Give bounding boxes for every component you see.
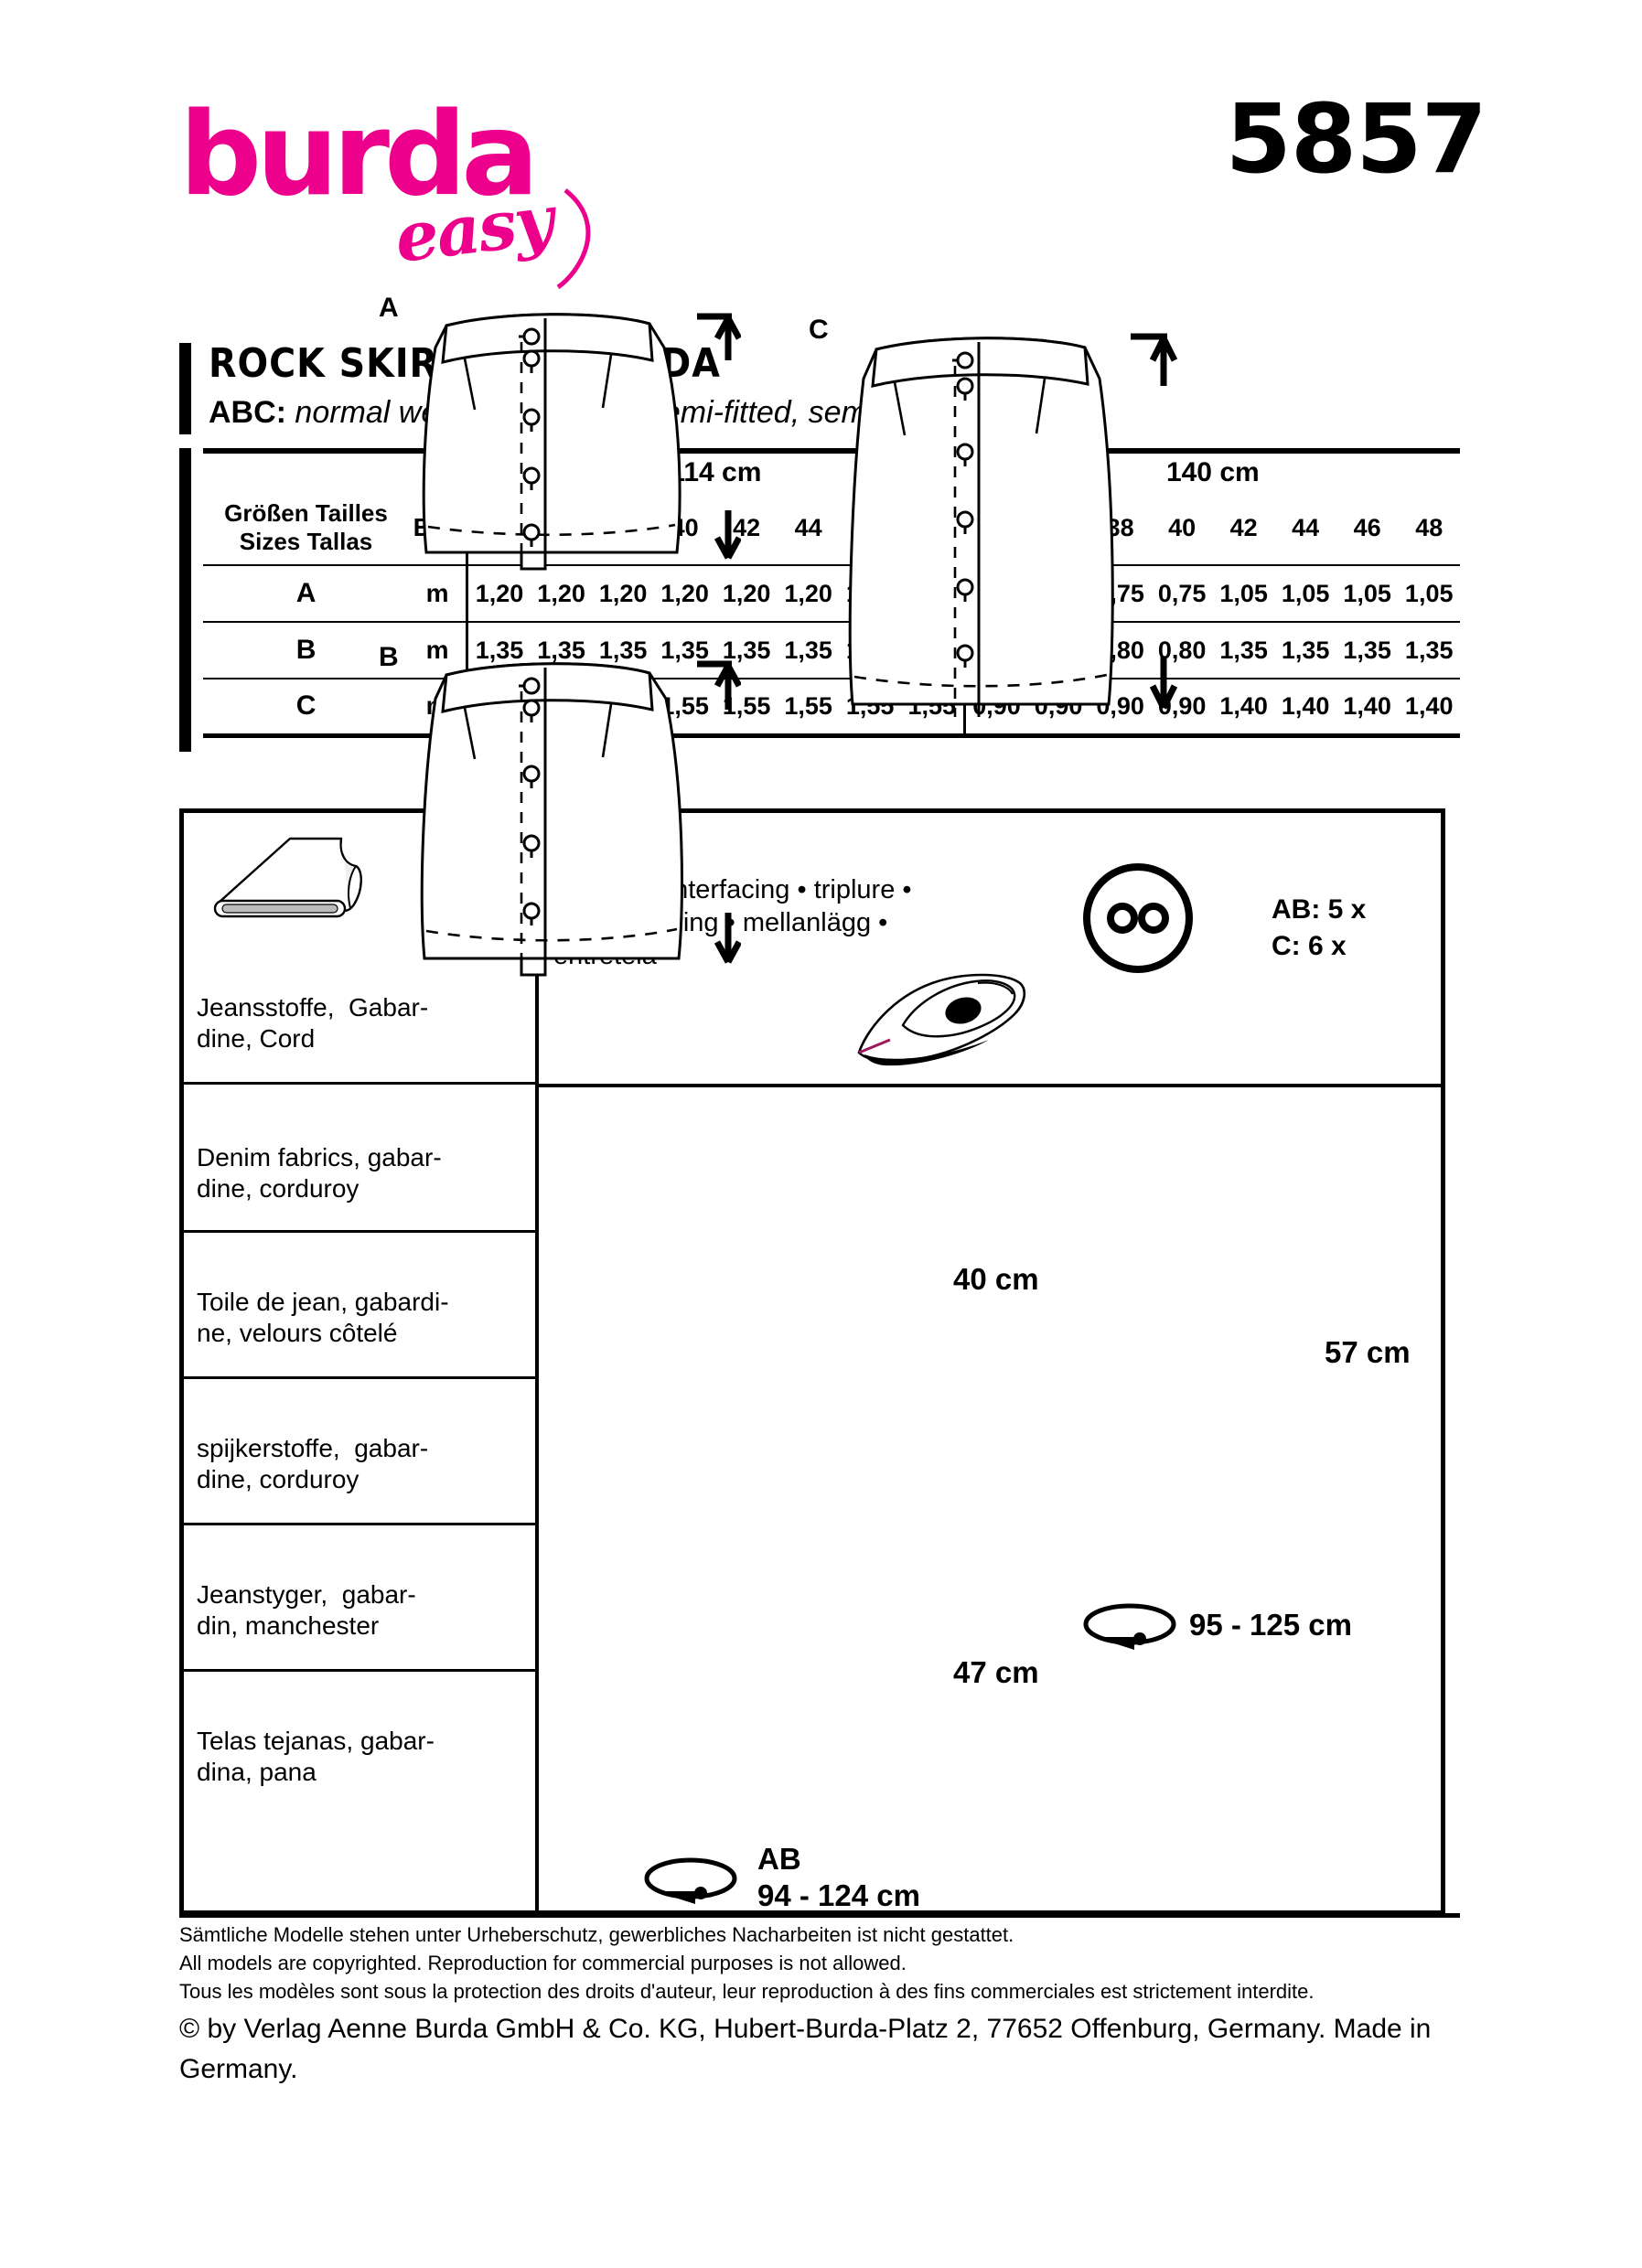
fabric-list-item-da: Jeanstyger, gabar-din, manchester [184, 1579, 535, 1642]
A-114-44: 1,20 [777, 565, 840, 623]
iron-icon [857, 973, 1026, 1066]
A-114-36: 1,20 [530, 565, 593, 623]
view-b-illustration: B [379, 642, 741, 977]
A-114-34: 1,20 [467, 565, 531, 623]
size-label-line1: Größen Tailles [224, 499, 388, 527]
size-col-140-46: 46 [1336, 491, 1399, 566]
fabric-list-item-en: Denim fabrics, gabar-dine, corduroy [184, 1142, 535, 1204]
fabric-list-item-es: Telas tejanas, gabar-dina, pana [184, 1726, 535, 1788]
C-140-44: 1,40 [1274, 679, 1336, 738]
size-label-cell: Größen Tailles Sizes Tallas [203, 491, 410, 566]
hip-range-c: 95 - 125 cm [1189, 1608, 1352, 1642]
hip-value-ab: 94 - 124 cm [757, 1878, 920, 1912]
fabric-divider [184, 1523, 535, 1525]
fabric-text-fr: Toile de jean, gabardi-ne, velours côtel… [197, 1288, 449, 1347]
hip-range-ab: AB 94 - 124 cm [757, 1841, 920, 1914]
view-b-label: B [379, 642, 399, 672]
A-114-38: 1,20 [592, 565, 654, 623]
view-a-illustration: A [379, 293, 741, 571]
B-140-42: 1,35 [1212, 622, 1275, 679]
size-col-114-44: 44 [777, 491, 840, 566]
B-114-42: 1,35 [715, 622, 778, 679]
C-140-48: 1,40 [1398, 679, 1460, 738]
row-unit-A: m [409, 565, 469, 623]
A-140-42: 1,05 [1212, 565, 1275, 623]
illustration-panel: Jeansstoffe, Gabar-dine, Cord Denim fabr… [179, 808, 1445, 1915]
size-col-140-48: 48 [1398, 491, 1460, 566]
fabric-bolt-icon [213, 837, 362, 918]
row-view-A: A [203, 565, 410, 623]
fabric-divider [184, 1376, 535, 1379]
fabric-list-item-nl: spijkerstoffe, gabar-dine, corduroy [184, 1433, 535, 1495]
size-col-140-44: 44 [1274, 491, 1336, 566]
panel-column-divider [535, 813, 539, 1910]
size-label-line2: Sizes Tallas [239, 528, 373, 555]
A-140-48: 1,05 [1398, 565, 1460, 623]
notions-line-c: C: 6 x [1272, 931, 1347, 961]
fabric-text-nl: spijkerstoffe, gabar-dine, corduroy [197, 1434, 429, 1493]
burda-wordmark: burda [179, 87, 539, 221]
footer-copyright-en: All models are copyrighted. Reproduction… [179, 1952, 907, 1974]
views-label: ABC: [209, 395, 286, 430]
hip-measure-icon [644, 1857, 737, 1904]
fabric-text-en: Denim fabrics, gabar-dine, corduroy [197, 1143, 442, 1203]
B-114-44: 1,35 [777, 622, 840, 679]
view-c-length: 57 cm [1325, 1335, 1411, 1369]
footer: Sämtliche Modelle stehen unter Urhebersc… [179, 1920, 1460, 2090]
size-col-140-40: 40 [1151, 491, 1213, 566]
pattern-number: 5857 [1225, 83, 1487, 195]
view-c-illustration: C [809, 315, 1178, 717]
A-140-46: 1,05 [1336, 565, 1399, 623]
hip-views-ab: AB [757, 1842, 801, 1876]
B-140-44: 1,35 [1274, 622, 1336, 679]
row-view-B: B [203, 622, 410, 679]
fabric-text-es: Telas tejanas, gabar-dina, pana [197, 1727, 435, 1786]
fabric-list-item-fr: Toile de jean, gabardi-ne, velours côtel… [184, 1287, 535, 1349]
footer-copyright-fr: Tous les modèles sont sous la protection… [179, 1980, 1315, 2003]
notions-line-ab: AB: 5 x [1272, 894, 1367, 925]
A-140-44: 1,05 [1274, 565, 1336, 623]
B-140-48: 1,35 [1398, 622, 1460, 679]
size-col-140-42: 42 [1212, 491, 1275, 566]
fabric-list-item-de: Jeansstoffe, Gabar-dine, Cord [184, 992, 535, 1054]
B-140-46: 1,35 [1336, 622, 1399, 679]
A-114-42: 1,20 [715, 565, 778, 623]
footer-copyright-de: Sämtliche Modelle stehen unter Urhebersc… [179, 1923, 1014, 1946]
C-140-42: 1,40 [1212, 679, 1275, 738]
fabric-divider [184, 1230, 535, 1233]
title-accent-bar [179, 343, 191, 434]
footer-publisher: © by Verlag Aenne Burda GmbH & Co. KG, H… [179, 2014, 1432, 2084]
fabric-text-de: Jeansstoffe, Gabar-dine, Cord [197, 993, 429, 1053]
table-accent-bar [179, 448, 191, 752]
button-icon [1083, 863, 1193, 973]
footer-rule [179, 1913, 1460, 1918]
logo-swoosh-icon [556, 188, 591, 289]
B-114-40: 1,35 [653, 622, 716, 679]
panel-row-divider [535, 1084, 1441, 1087]
view-b-length: 47 cm [953, 1655, 1039, 1689]
burda-logo: burda easy [179, 87, 600, 289]
view-a-label: A [379, 293, 399, 323]
A-114-40: 1,20 [653, 565, 716, 623]
C-114-44: 1,55 [777, 679, 840, 738]
fabric-text-da: Jeanstyger, gabar-din, manchester [197, 1580, 416, 1640]
row-unit-B: m [409, 622, 469, 679]
C-140-46: 1,40 [1336, 679, 1399, 738]
row-view-C: C [203, 679, 410, 738]
fabric-divider [184, 1669, 535, 1672]
view-c-label: C [809, 315, 829, 345]
view-a-length: 40 cm [953, 1262, 1039, 1296]
hip-measure-icon [1083, 1603, 1176, 1650]
A-140-40: 0,75 [1151, 565, 1213, 623]
notions-quantity: AB: 5 x C: 6 x [1272, 892, 1366, 965]
fabric-divider [184, 1082, 535, 1085]
